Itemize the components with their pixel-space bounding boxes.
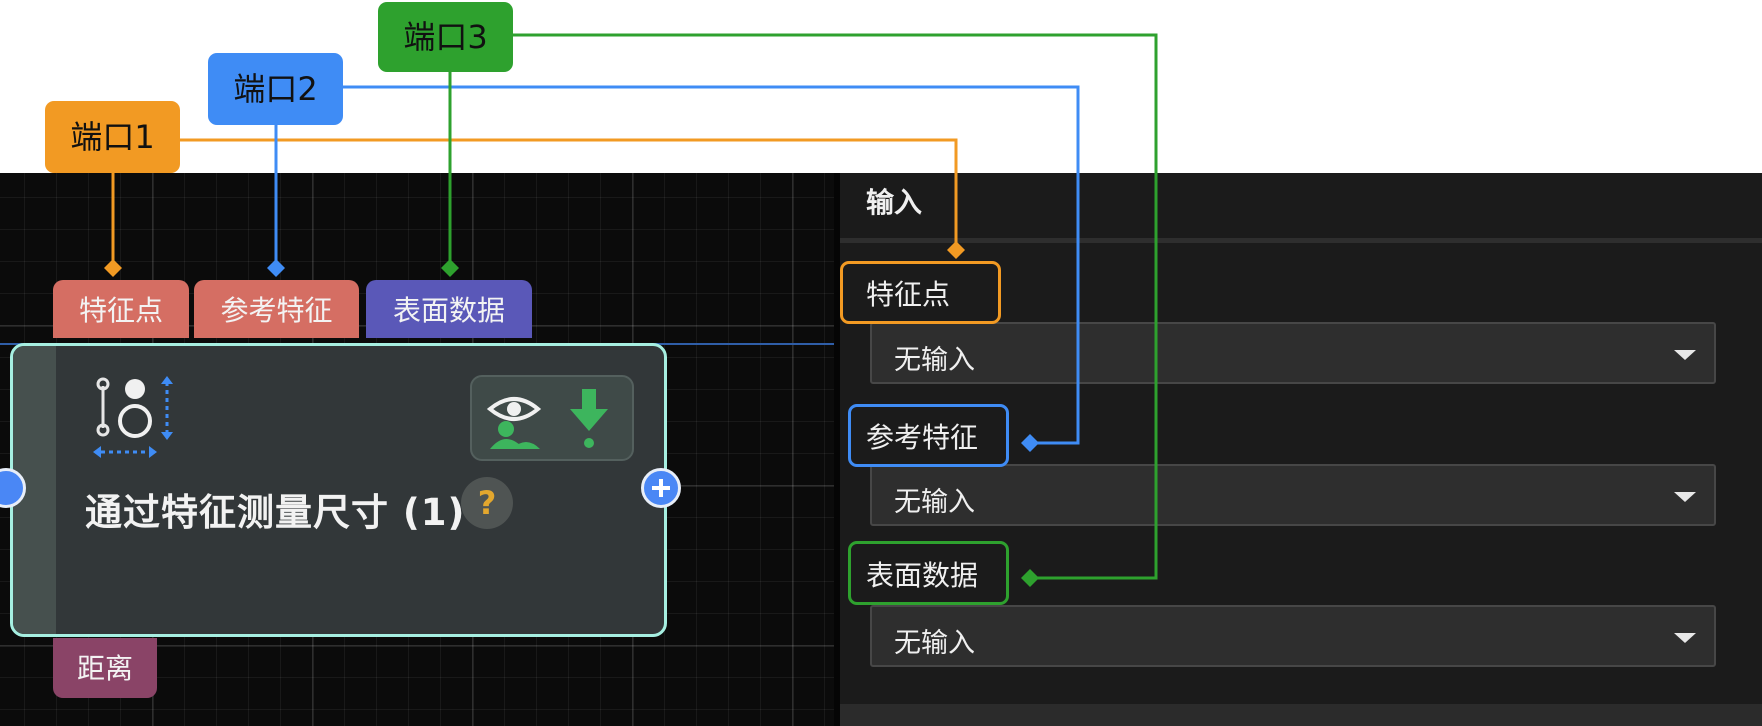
select-reference-feature[interactable]: 无输入 — [870, 464, 1716, 526]
download-arrow-icon[interactable] — [570, 389, 610, 453]
input-port-reference-feature[interactable]: 参考特征 — [194, 280, 359, 338]
select-surface-data[interactable]: 无输入 — [870, 605, 1716, 667]
highlight-reference-feature — [848, 404, 1009, 467]
output-port-distance[interactable]: 距离 — [53, 638, 157, 698]
node-action-group — [470, 375, 634, 461]
panel-footer-bar — [840, 704, 1762, 726]
select-value: 无输入 — [894, 628, 975, 659]
input-port-feature-points[interactable]: 特征点 — [53, 280, 189, 338]
visibility-icon[interactable] — [484, 389, 544, 453]
select-value: 无输入 — [894, 345, 975, 376]
panel-header: 输入 — [840, 173, 1762, 243]
callout-port3: 端口3 — [378, 2, 513, 72]
help-icon[interactable]: ? — [461, 477, 513, 529]
chevron-down-icon — [1674, 492, 1696, 502]
node-add-port-icon[interactable] — [641, 468, 681, 508]
input-port-surface-data[interactable]: 表面数据 — [366, 280, 532, 338]
select-value: 无输入 — [894, 487, 975, 518]
callout-port1: 端口1 — [45, 101, 180, 173]
node-title: 通过特征测量尺寸 (1) — [85, 491, 466, 534]
highlight-surface-data — [848, 541, 1009, 605]
chevron-down-icon — [1674, 350, 1696, 360]
callout-port2: 端口2 — [208, 53, 343, 125]
highlight-feature-points — [840, 261, 1001, 324]
measure-dimension-icon — [91, 376, 191, 480]
node-left-port[interactable] — [0, 468, 26, 508]
chevron-down-icon — [1674, 633, 1696, 643]
measure-step-node[interactable]: 通过特征测量尺寸 (1) ? — [10, 343, 667, 637]
select-feature-points[interactable]: 无输入 — [870, 322, 1716, 384]
